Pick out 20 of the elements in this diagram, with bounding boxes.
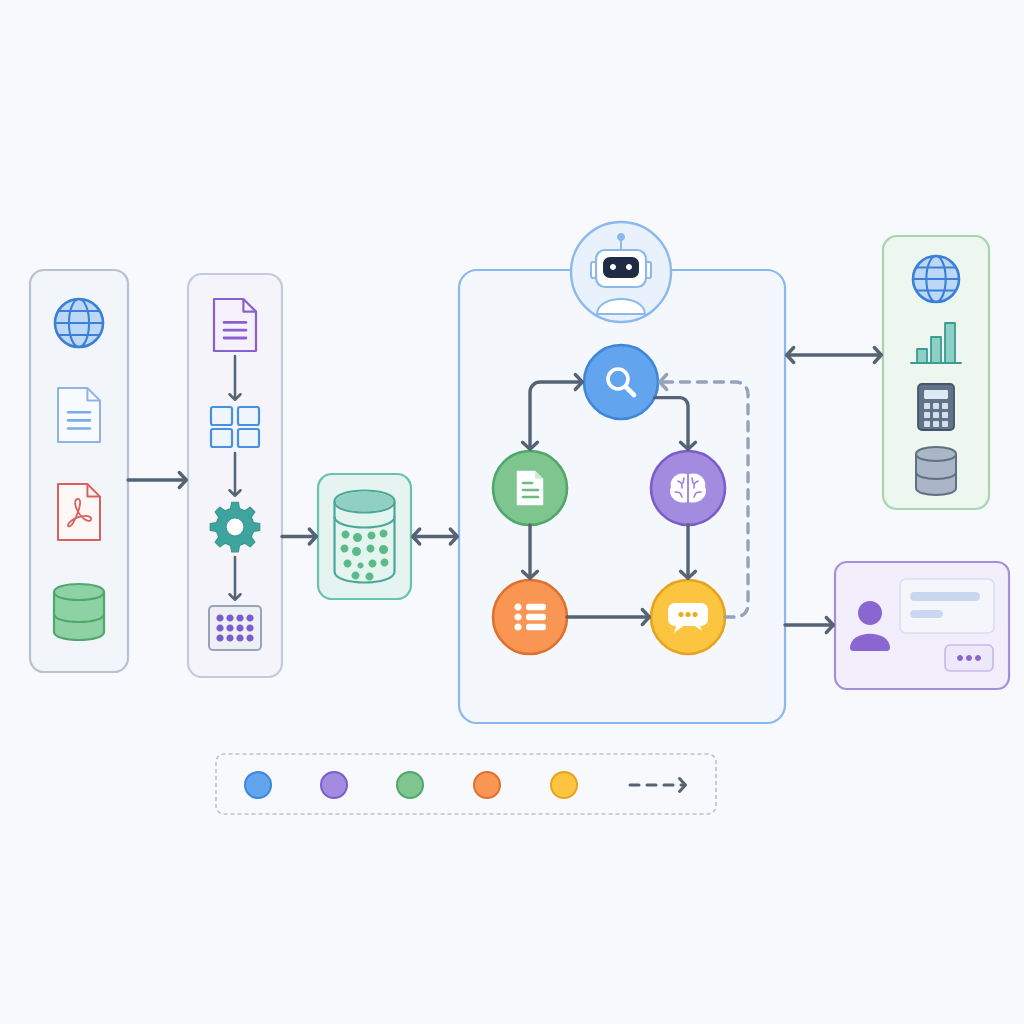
document-icon xyxy=(212,297,258,353)
arrow xyxy=(228,451,242,497)
arrow xyxy=(228,354,242,401)
arrow xyxy=(783,615,836,635)
arrow xyxy=(678,523,698,580)
double-arrow xyxy=(411,527,459,546)
list-circle xyxy=(491,578,569,656)
arrow xyxy=(228,555,242,601)
arrow xyxy=(520,523,540,580)
double-arrow xyxy=(520,372,584,451)
gear-icon xyxy=(209,501,261,553)
search-circle xyxy=(582,343,660,421)
arrow xyxy=(280,527,318,546)
arrow xyxy=(126,470,188,490)
grid-icon xyxy=(209,405,261,449)
arrow xyxy=(565,607,651,627)
dot-matrix-icon xyxy=(208,605,262,651)
dashed-arrow xyxy=(658,372,750,619)
double-arrow xyxy=(785,345,884,365)
arrow xyxy=(652,395,698,451)
